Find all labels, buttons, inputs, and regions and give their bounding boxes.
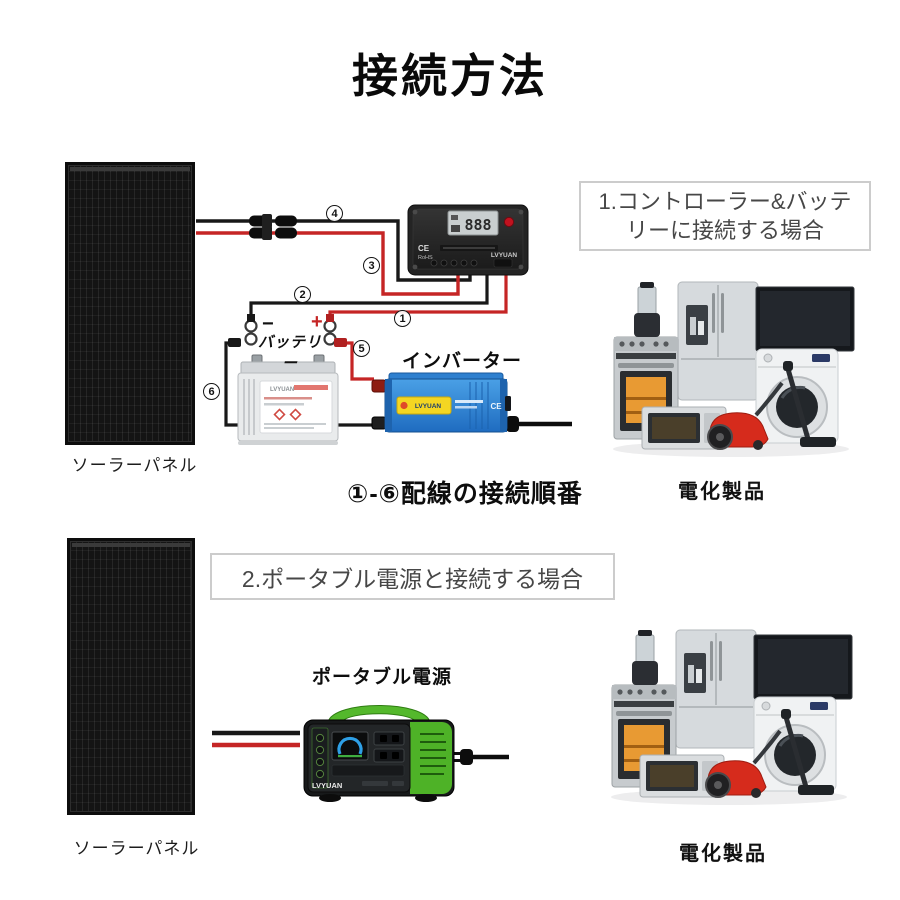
- controller-red-button: [503, 216, 515, 228]
- wire-step-6-badge: 6: [203, 383, 220, 400]
- inverter-terminal-positive: [371, 379, 387, 393]
- inverter-brand: LVYUAN: [415, 403, 442, 410]
- panel-top-rail: [70, 167, 190, 171]
- wire-step-4-badge: 4: [326, 205, 343, 222]
- station-ac-outlet-1: [373, 731, 405, 746]
- wire-2-black: [249, 272, 489, 320]
- wire-step-2-badge: 2: [294, 286, 311, 303]
- inverter-device: LVYUAN CE: [371, 372, 511, 433]
- controller-ce-mark: CE: [418, 244, 430, 253]
- controller-rohs-mark: RoHS: [418, 255, 433, 261]
- terminal-cap-minus: [247, 314, 255, 322]
- wire-3-red: [196, 231, 460, 296]
- station-ac-outlet-2: [373, 748, 405, 763]
- case-2-heading: 2.ポータブル電源と接続する場合: [241, 565, 584, 592]
- wire-step-1-badge: 1: [394, 310, 411, 327]
- wire-step-3-badge: 3: [363, 257, 380, 274]
- inverter-terminal-negative: [371, 416, 387, 430]
- terminal-cap-plus: [326, 314, 334, 322]
- battery-brand: LVYUAN: [270, 387, 294, 393]
- appliances-image-2: [604, 624, 854, 808]
- solar-panel-caption-2: ソーラーパネル: [73, 839, 200, 858]
- station-ac-plug: [454, 749, 509, 765]
- power-station-label: ポータブル電源: [311, 667, 452, 688]
- controller-brand: LVYUAN: [491, 252, 518, 259]
- inverter-label: インバーター: [402, 351, 523, 372]
- inverter-warning-label: [396, 396, 452, 415]
- inverter-ac-outlet: [505, 396, 511, 411]
- controller-lcd: [447, 210, 499, 236]
- wire-step-5-badge: 5: [353, 340, 370, 357]
- battery-plus-sign: +: [311, 311, 323, 333]
- page-title: 接続方法: [352, 50, 548, 102]
- solar-panel-1: [65, 162, 195, 445]
- charge-controller: 888 CE RoHS LVYUAN: [407, 204, 529, 276]
- controller-display-value: 888: [464, 216, 491, 234]
- battery-minus-sign: −: [262, 313, 274, 335]
- case-1-heading: 1.コントローラー&バッテリーに接続する場合: [598, 189, 852, 243]
- svg-text:CE: CE: [490, 402, 502, 411]
- portable-power-station: LVYUAN: [303, 705, 455, 802]
- solar-panel-2: [67, 538, 195, 815]
- wiring-order-caption: ①-⑥配線の接続順番: [347, 480, 583, 508]
- solar-panel-caption-1: ソーラーパネル: [71, 456, 198, 475]
- panel-top-rail-2: [72, 543, 190, 547]
- battery-label-text: バッテリー: [257, 334, 322, 372]
- controller-buttons: [430, 259, 478, 267]
- lug-minus: [228, 338, 241, 347]
- lug-plus: [334, 338, 347, 347]
- appliances-caption-1: 電化製品: [678, 481, 766, 503]
- mc4-connectors: [249, 214, 297, 240]
- case-2-heading-box: 2.ポータブル電源と接続する場合: [210, 553, 615, 600]
- station-brand: LVYUAN: [312, 781, 342, 790]
- case-1-heading-box: 1.コントローラー&バッテリーに接続する場合: [579, 181, 871, 251]
- battery-device: LVYUAN: [237, 354, 339, 445]
- appliances-caption-2: 電化製品: [679, 843, 767, 865]
- battery-label: [259, 380, 333, 434]
- appliances-image-1: [606, 276, 856, 460]
